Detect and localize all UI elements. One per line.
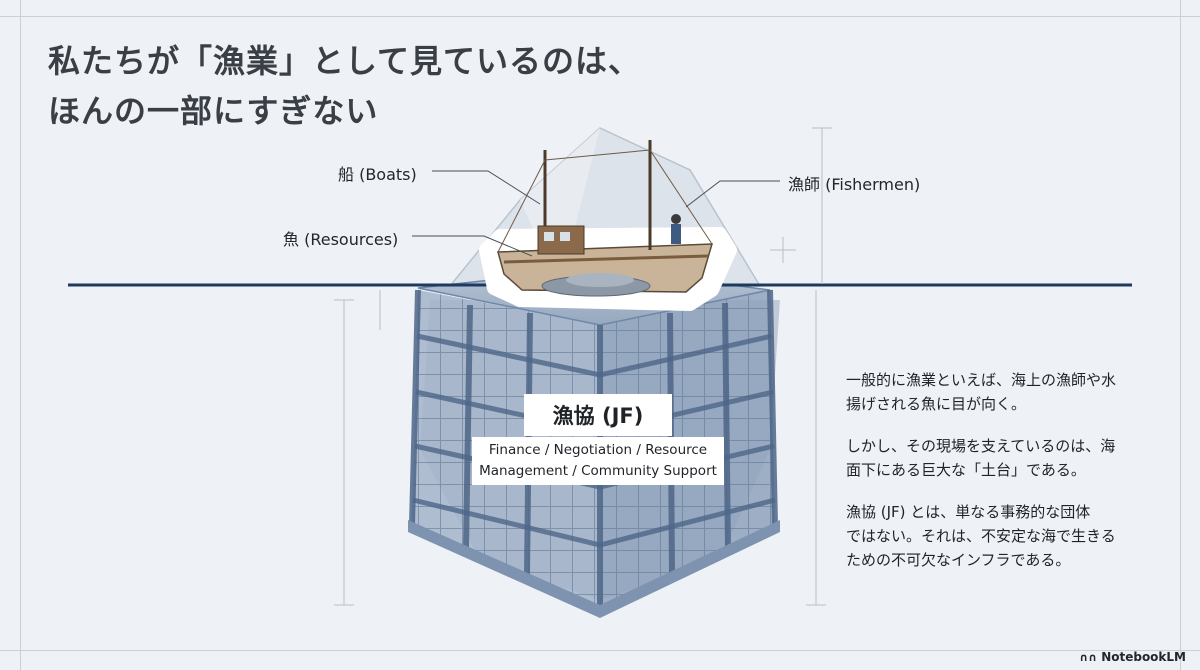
frame-line-top xyxy=(0,16,1200,17)
page-title-line-1: 私たちが「漁業」として見ているのは、 xyxy=(48,42,642,80)
notebooklm-icon: ∩∩ xyxy=(1079,650,1098,664)
fishing-boat xyxy=(479,140,737,311)
brand-label: NotebookLM xyxy=(1101,650,1186,664)
callout-resources: 魚 (Resources) xyxy=(283,230,399,249)
jf-functions-line-1: Finance / Negotiation / Resource xyxy=(488,442,708,458)
description-paragraph-2: しかし、その現場を支えているのは、海 面下にある巨大な「土台」である。 xyxy=(846,437,1116,479)
callout-boats: 船 (Boats) xyxy=(338,165,417,184)
jf-functions-line-2: Management / Community Support xyxy=(479,463,717,479)
callout-fishermen: 漁師 (Fishermen) xyxy=(788,175,921,194)
jf-functions: Finance / Negotiation / Resource Managem… xyxy=(472,437,724,485)
description-paragraph-1: 一般的に漁業といえば、海上の漁師や水 揚げされる魚に目が向く。 xyxy=(846,371,1117,413)
page-title-line-2: ほんの一部にすぎない xyxy=(48,92,379,130)
callout-lines xyxy=(412,170,780,257)
frame-line-left xyxy=(20,0,21,670)
jf-title: 漁協 (JF) xyxy=(524,394,672,436)
description-paragraph-3: 漁協 (JF) とは、単なる事務的な団体 ではない。それは、不安定な海で生きる … xyxy=(846,503,1116,569)
dimension-guides xyxy=(334,127,832,606)
frame-line-right xyxy=(1180,0,1181,670)
page-title: 私たちが「漁業」として見ているのは、 ほんの一部にすぎない xyxy=(48,36,641,136)
notebooklm-brand: ∩∩ NotebookLM xyxy=(1079,650,1186,664)
frame-line-bottom xyxy=(0,650,1200,651)
description-panel: 一般的に漁業といえば、海上の漁師や水 揚げされる魚に目が向く。 しかし、その現場… xyxy=(846,368,1146,590)
